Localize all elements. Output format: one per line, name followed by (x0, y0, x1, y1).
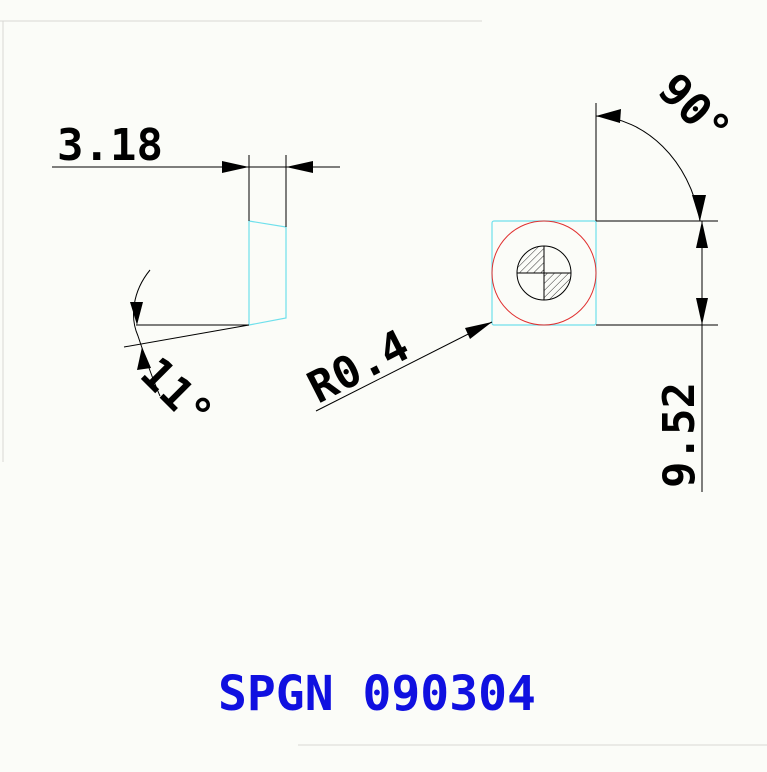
insert-side-profile (248, 220, 287, 326)
clearance-angle-arc (133, 269, 161, 397)
arrowhead-icon (137, 347, 151, 370)
top-view: 90° 9.52 R0.4 (300, 64, 740, 492)
arrowhead-icon (696, 221, 708, 248)
edge-length-label: 9.52 (654, 382, 705, 488)
quartered-hatched-circle-icon (516, 245, 572, 301)
thickness-label: 3.18 (57, 120, 163, 171)
arrowhead-icon (465, 322, 492, 339)
arrowhead-icon (692, 195, 706, 221)
corner-radius-label: R0.4 (300, 320, 418, 414)
arrowhead-icon (286, 161, 313, 173)
arrowhead-icon (130, 302, 143, 325)
corner-angle-label: 90° (648, 64, 740, 156)
radius-leader-line (315, 321, 493, 412)
inscribed-circle (491, 220, 597, 326)
arrowhead-icon (596, 109, 621, 123)
side-view: 3.18 11° (52, 120, 340, 440)
sheet-frame (0, 20, 767, 746)
arrowhead-icon (222, 161, 249, 173)
insert-designation-caption: SPGN 090304 (218, 666, 536, 722)
arrowhead-icon (696, 298, 708, 325)
clearance-angle-line (123, 324, 250, 348)
